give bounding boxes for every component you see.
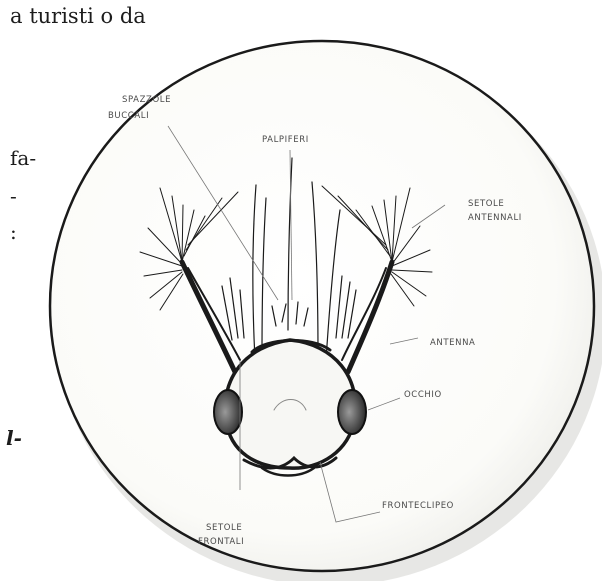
label-fronteclipeo: FRONTECLIPEO	[382, 501, 454, 511]
label-setole-antennali-1: SETOLE	[468, 199, 504, 209]
label-antenna: ANTENNA	[430, 338, 475, 348]
label-buccali: BUCCALI	[108, 111, 149, 121]
label-palpiferi: PALPIFERI	[262, 135, 309, 145]
right-eye	[338, 390, 366, 434]
label-setole-frontali-1: SETOLE	[206, 523, 242, 533]
left-eye	[214, 390, 242, 434]
label-spazzole: SPAZZOLE	[122, 95, 171, 105]
label-setole-antennali-2: ANTENNALI	[468, 213, 522, 223]
label-occhio: OCCHIO	[404, 390, 442, 400]
label-setole-frontali-2: FRONTALI	[198, 537, 244, 547]
